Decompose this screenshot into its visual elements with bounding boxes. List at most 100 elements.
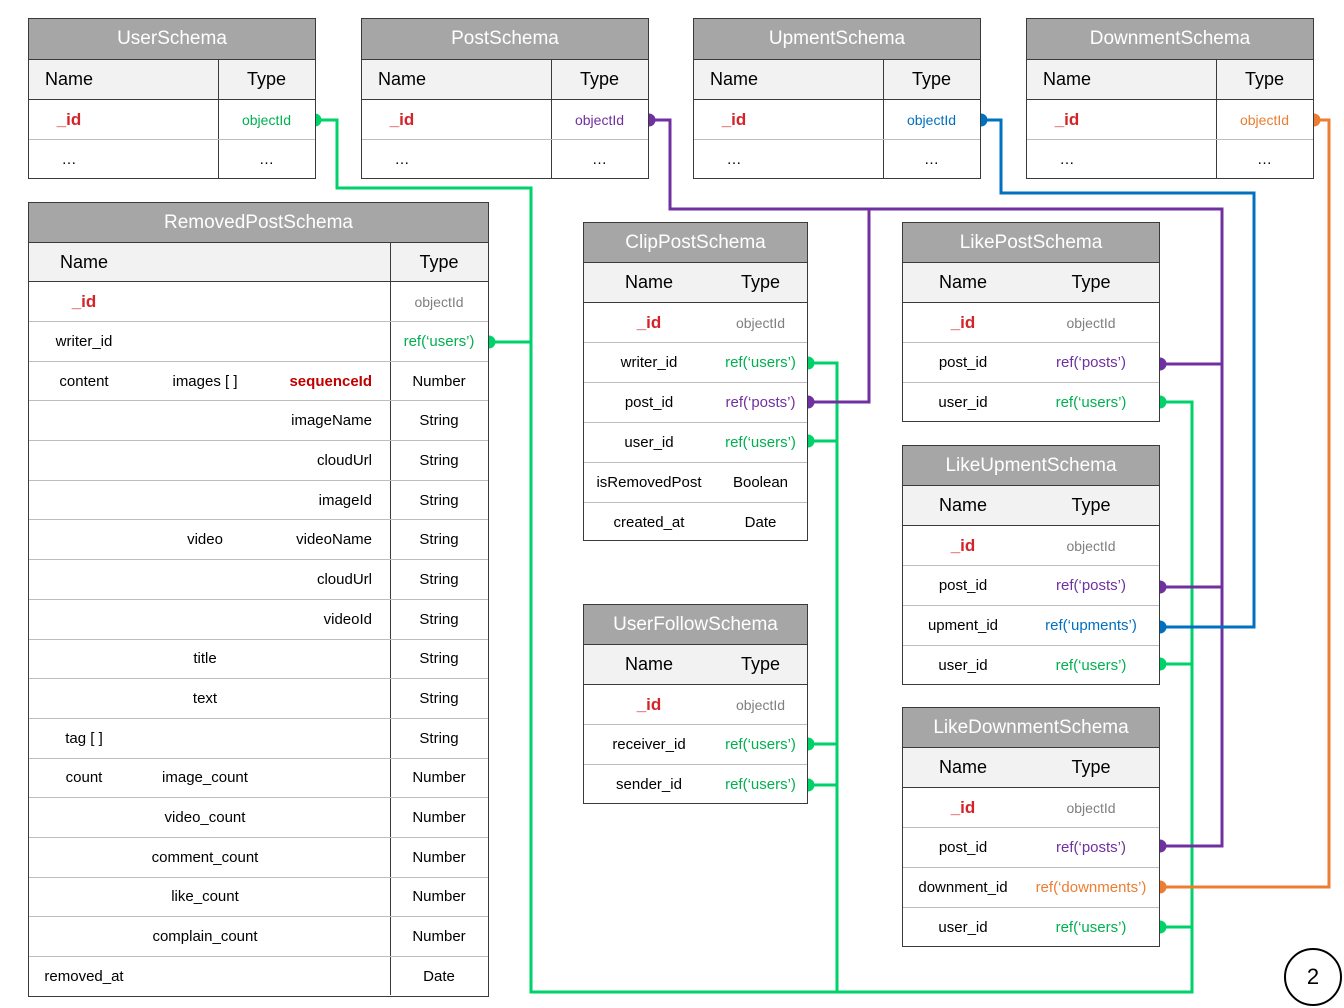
field-type: Number xyxy=(412,372,466,390)
field-name-level2: complain_count xyxy=(152,928,258,946)
field-name-level2: text xyxy=(192,690,218,708)
type-header: Type xyxy=(740,654,781,674)
table-title: UserSchema xyxy=(29,19,315,60)
field-name-level2: video xyxy=(187,531,223,549)
table-title: UpmentSchema xyxy=(694,19,980,60)
field-name-level2: like_count xyxy=(171,888,239,906)
field-name-level3 xyxy=(271,759,390,798)
more-row: … … xyxy=(29,140,315,178)
name-header: Name xyxy=(59,251,108,272)
field-name-level2: comment_count xyxy=(151,848,259,866)
id-row: _id objectId xyxy=(29,282,488,322)
field-name: user_id xyxy=(938,918,988,936)
more-row: … … xyxy=(362,140,648,178)
ellipsis: … xyxy=(259,150,274,168)
id-row: _id objectId xyxy=(1027,100,1313,140)
field-row: writer_id ref(‘users’) xyxy=(584,343,807,383)
field-row: title String xyxy=(29,639,488,680)
name-header: Name xyxy=(938,757,987,777)
field-type: ref(‘downments’) xyxy=(1035,879,1147,896)
field-name: writer_id xyxy=(620,354,678,371)
id-type: objectId xyxy=(735,314,786,331)
field-name-level1 xyxy=(29,600,139,639)
field-type: Number xyxy=(412,769,466,787)
field-name-level2 xyxy=(139,957,271,995)
more-row: … … xyxy=(1027,140,1313,178)
id-field: _id xyxy=(950,797,976,817)
field-name-level2 xyxy=(139,719,271,758)
field-type: String xyxy=(419,491,459,509)
id-type: objectId xyxy=(574,111,625,128)
field-name-level1 xyxy=(29,401,139,440)
field-name-level2 xyxy=(139,560,271,599)
id-field: _id xyxy=(950,312,976,332)
field-name-level1: content xyxy=(59,372,109,390)
table-title: DownmentSchema xyxy=(1027,19,1313,60)
field-name-level1 xyxy=(29,917,139,956)
table-title: UserFollowSchema xyxy=(584,605,807,645)
page-number: 2 xyxy=(1284,948,1342,1006)
field-type: ref(‘users’) xyxy=(403,332,475,350)
field-type: Number xyxy=(412,809,466,827)
field-name-level3: videoId xyxy=(323,610,372,628)
table-title: ClipPostSchema xyxy=(584,223,807,263)
field-type: ref(‘upments’) xyxy=(1045,617,1137,634)
field-name: created_at xyxy=(613,513,685,531)
field-type: ref(‘users’) xyxy=(725,775,796,793)
id-field: _id xyxy=(721,109,747,129)
field-type: String xyxy=(419,451,459,469)
post-schema-table: PostSchema Name Type _id objectId … … xyxy=(361,18,649,179)
type-header: Type xyxy=(419,251,459,272)
id-type: objectId xyxy=(241,111,292,128)
field-name-level1 xyxy=(29,838,139,877)
field-name: user_id xyxy=(624,434,674,451)
field-name-level1 xyxy=(29,878,139,917)
ellipsis: … xyxy=(394,150,410,168)
field-type: String xyxy=(419,650,459,668)
field-name-level1 xyxy=(29,798,139,837)
field-name-level3: sequenceId xyxy=(289,372,372,390)
user-schema-table: UserSchema Name Type _id objectId … … xyxy=(28,18,316,179)
field-type: ref(‘users’) xyxy=(725,354,796,371)
field-type: Number xyxy=(412,928,466,946)
id-type: objectId xyxy=(906,111,957,128)
table-title: LikePostSchema xyxy=(903,223,1159,263)
id-field: _id xyxy=(56,109,82,129)
id-field: _id xyxy=(636,312,662,332)
field-name-level2 xyxy=(139,600,271,639)
field-name-level3: videoName xyxy=(296,531,372,549)
field-name-level3 xyxy=(271,917,390,956)
id-field: _id xyxy=(71,291,97,311)
name-header: Name xyxy=(1043,69,1092,89)
field-name-level1 xyxy=(29,481,139,520)
field-type: String xyxy=(419,610,459,628)
field-name-level3 xyxy=(271,322,390,361)
field-type: ref(‘users’) xyxy=(1055,918,1127,936)
users-relation-line xyxy=(808,361,839,992)
id-field: _id xyxy=(389,109,415,129)
field-type: String xyxy=(419,729,459,747)
field-name-level2: title xyxy=(193,650,217,668)
field-row: complain_count Number xyxy=(29,917,488,957)
